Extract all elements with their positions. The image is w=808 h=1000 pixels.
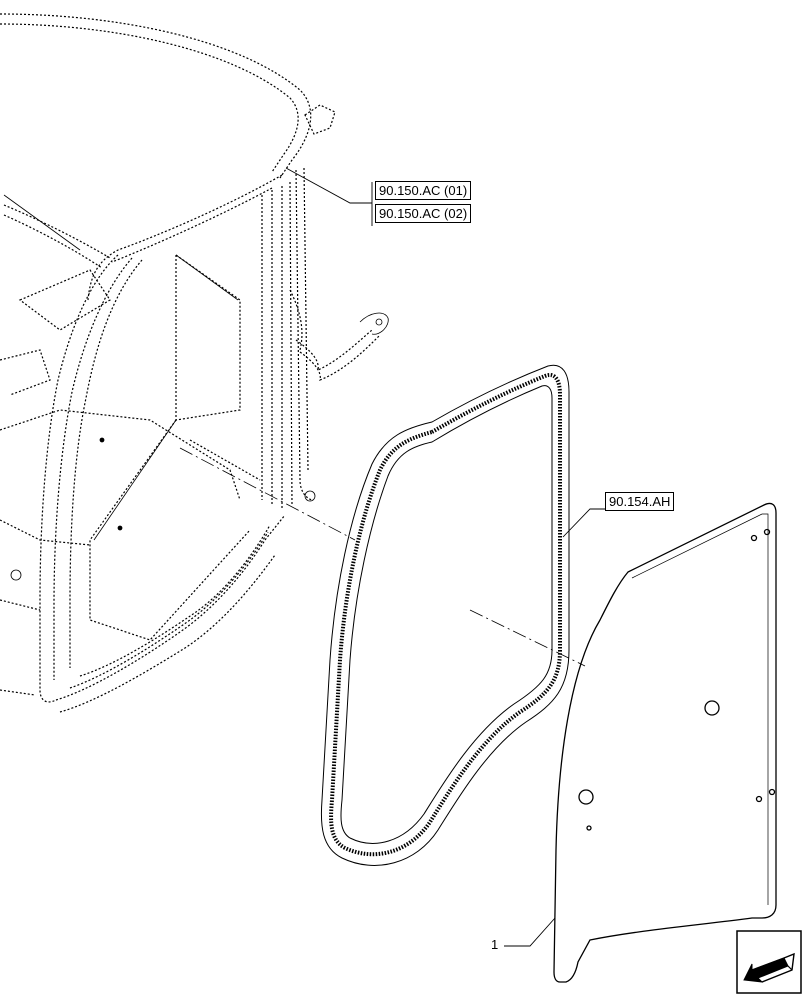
leader-lines — [285, 167, 605, 947]
ref-door-seal[interactable]: 90.154.AH — [605, 492, 675, 511]
alignment-lines — [179, 447, 586, 667]
callout-item-1: 1 — [491, 937, 499, 952]
ref-cab-02[interactable]: 90.150.AC (02) — [375, 204, 472, 223]
previous-page-arrow-icon[interactable] — [736, 930, 802, 994]
door-seal — [320, 364, 570, 866]
door-glass — [553, 502, 777, 983]
ref-cab-01[interactable]: 90.150.AC (01) — [375, 181, 472, 200]
cab-frame — [0, 13, 381, 713]
cab-solid-lines — [3, 194, 389, 581]
